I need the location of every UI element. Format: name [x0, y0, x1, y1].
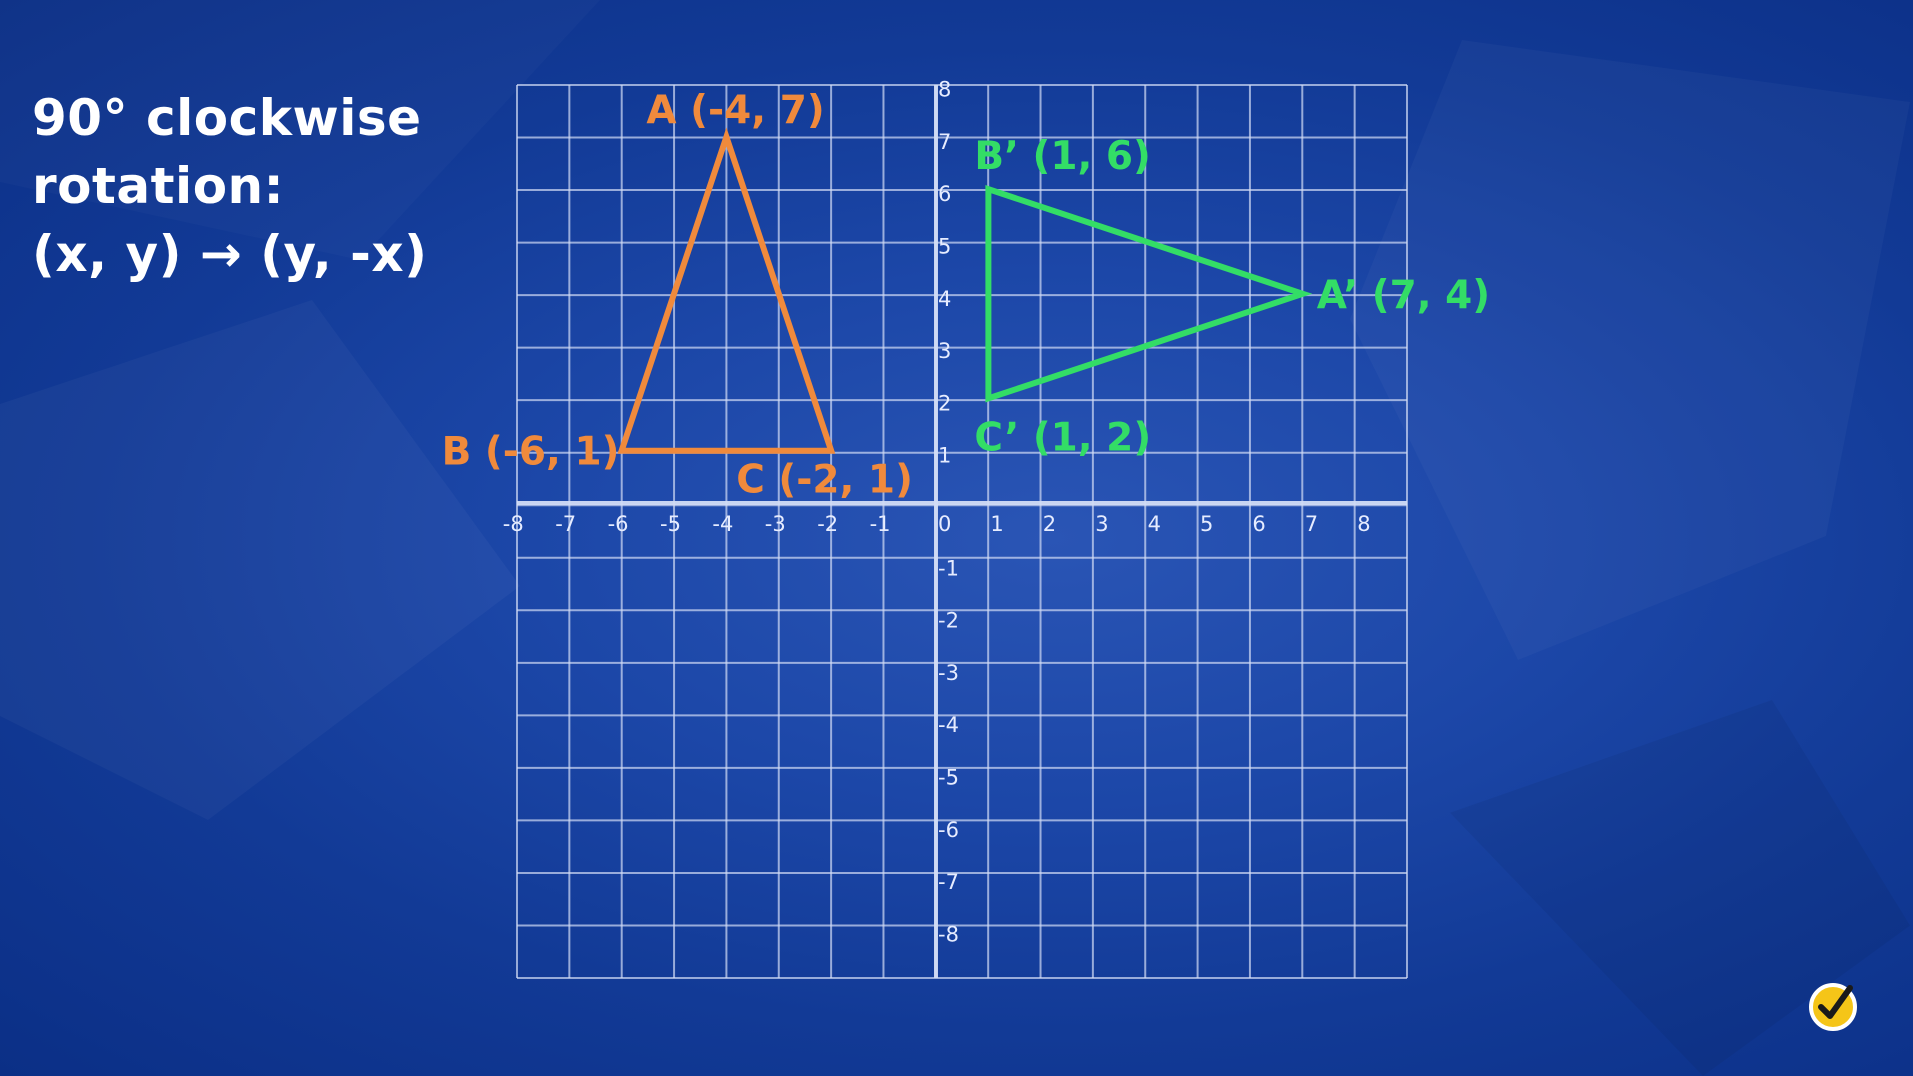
- grid: [516, 84, 1408, 979]
- y-tick-label: 7: [938, 130, 951, 154]
- x-tick-label: 3: [1095, 512, 1108, 536]
- triangles: [617, 127, 1313, 454]
- x-tick-label: -3: [765, 512, 786, 536]
- x-tick-label: -8: [503, 512, 524, 536]
- vertex-label-c: C (-2, 1): [736, 458, 913, 503]
- y-tick-label: -8: [938, 922, 959, 946]
- vertex-labels: A (-4, 7) B (-6, 1) C (-2, 1) A’ (7, 4) …: [442, 88, 1491, 503]
- rule-line-mapping: (x, y) → (y, -x): [32, 225, 428, 283]
- vertex-label-a-prime: A’ (7, 4): [1317, 273, 1490, 318]
- y-tick-label: 2: [938, 391, 951, 415]
- y-tick-label: -2: [938, 609, 959, 633]
- y-tick-label: 5: [938, 235, 951, 259]
- x-tick-label: -2: [817, 512, 838, 536]
- x-tick-label: 8: [1357, 512, 1370, 536]
- x-tick-label: -7: [555, 512, 576, 536]
- x-tick-label: 0: [938, 512, 951, 536]
- rule-line-subtitle: rotation:: [32, 157, 285, 215]
- vertex-label-c-prime: C’ (1, 2): [974, 415, 1151, 460]
- y-tick-label: -5: [938, 766, 959, 790]
- x-tick-label: -1: [870, 512, 891, 536]
- x-tick-label: 2: [1043, 512, 1056, 536]
- x-tick-label: 4: [1148, 512, 1161, 536]
- y-tick-label: -3: [938, 661, 959, 685]
- y-tick-label: -7: [938, 870, 959, 894]
- x-tick-label: 5: [1200, 512, 1213, 536]
- x-tick-label: -5: [660, 512, 681, 536]
- x-tick-label: 6: [1252, 512, 1265, 536]
- checkmark-badge-icon: [1809, 983, 1857, 1031]
- vertex-label-b: B (-6, 1): [442, 430, 620, 475]
- y-tick-label: 8: [938, 78, 951, 102]
- x-tick-label: -6: [608, 512, 629, 536]
- y-tick-label: -4: [938, 713, 959, 737]
- original-triangle: [617, 127, 836, 454]
- rotation-rule: 90° clockwise rotation: (x, y) → (y, -x): [32, 84, 427, 288]
- rule-line-title: 90° clockwise: [32, 89, 422, 147]
- x-tick-label: 1: [990, 512, 1003, 536]
- y-tick-label: 3: [938, 339, 951, 363]
- x-tick-label: -4: [712, 512, 733, 536]
- y-tick-label: -6: [938, 818, 959, 842]
- y-tick-label: 4: [938, 287, 951, 311]
- x-tick-label: 7: [1305, 512, 1318, 536]
- vertex-label-b-prime: B’ (1, 6): [974, 134, 1150, 179]
- vertex-label-a: A (-4, 7): [646, 88, 824, 133]
- y-tick-label: 1: [938, 444, 951, 468]
- axis-tick-labels: -8 -7 -6 -5 -4 -3 -2 -1 0 1 2 3 4 5 6 7 8 8 7 6 5 4 3 2 1 -1 -2 -3 -…: [503, 78, 1371, 947]
- rotated-triangle: [985, 185, 1313, 403]
- y-tick-label: 6: [938, 182, 951, 206]
- y-tick-label: -1: [938, 556, 959, 580]
